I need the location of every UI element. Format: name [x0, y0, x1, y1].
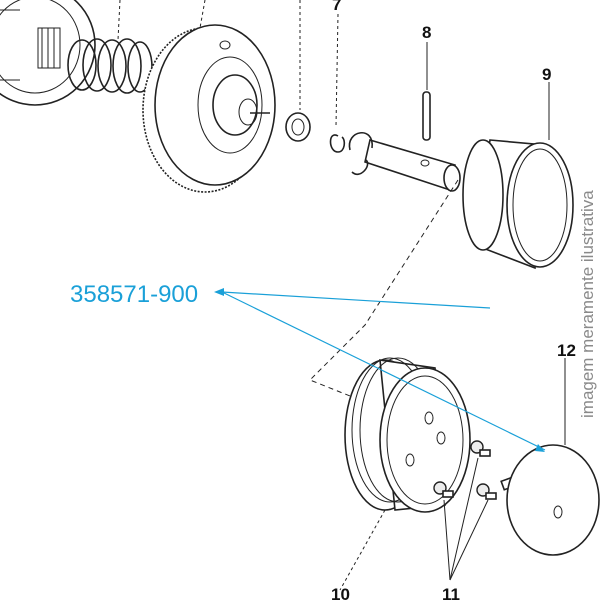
part-number-callout: 358571-900: [70, 281, 198, 308]
callout-arrows: [214, 288, 546, 452]
shaft: [348, 131, 461, 192]
spring: [67, 0, 153, 94]
label-part-10: 10: [331, 585, 350, 600]
label-part-11: 11: [442, 585, 460, 600]
label-part-12: 12: [557, 341, 576, 360]
label-part-9: 9: [542, 65, 551, 84]
cover-disc: [500, 358, 600, 556]
cover-cup: [462, 82, 574, 270]
screws: [433, 440, 497, 581]
pin: [422, 42, 431, 141]
label-part-8: 8: [422, 23, 431, 42]
watermark-text: imagem meramente ilustrativa: [578, 190, 597, 418]
toothed-pulley: [142, 0, 276, 193]
circlip: [329, 13, 346, 153]
washer: [285, 0, 311, 142]
label-part-7: 7: [332, 0, 341, 14]
drum: [339, 357, 471, 591]
clutch-hub: [0, 0, 96, 106]
